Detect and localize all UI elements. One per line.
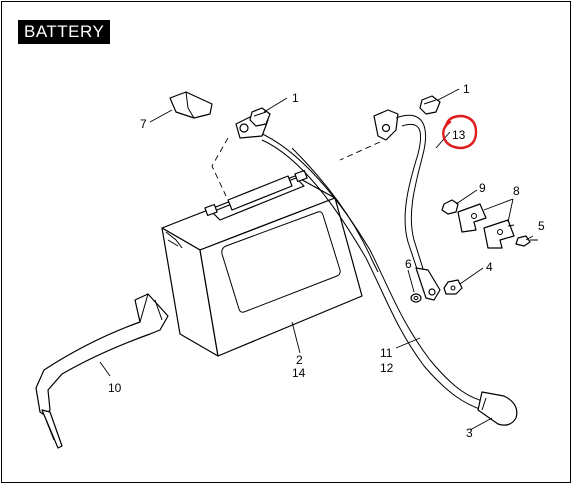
hold-down-strap [35, 293, 169, 449]
washer [410, 293, 422, 303]
bolt-right [419, 95, 441, 115]
battery [161, 169, 363, 357]
positive-cable [373, 109, 441, 301]
callout-7: 7 [140, 117, 147, 131]
callout-3: 3 [466, 426, 473, 440]
nut-9 [441, 199, 459, 215]
highlight-circle [442, 114, 478, 150]
bolt-left [249, 107, 271, 127]
clip-lower [483, 219, 515, 249]
callout-1-left: 1 [292, 91, 299, 105]
callout-6: 6 [405, 257, 412, 271]
terminal-cover [169, 91, 213, 119]
callout-13: 13 [452, 128, 466, 142]
clip-upper [457, 203, 487, 233]
callout-1-right: 1 [463, 82, 470, 96]
callout-8: 8 [513, 184, 520, 198]
callout-11: 11 [380, 346, 393, 360]
alignment-line [211, 137, 229, 197]
callout-10: 10 [108, 381, 122, 395]
nut-4 [443, 279, 463, 295]
diagram-title: BATTERY [18, 20, 111, 44]
callout-5: 5 [538, 219, 545, 233]
callout-12: 12 [380, 361, 394, 375]
screw-5 [515, 235, 538, 247]
callout-9: 9 [479, 181, 486, 195]
leader-lines [99, 88, 534, 431]
alignment-line [339, 141, 381, 161]
callout-2: 2 [296, 353, 303, 367]
callout-14: 14 [292, 366, 306, 380]
callout-4: 4 [486, 260, 493, 274]
